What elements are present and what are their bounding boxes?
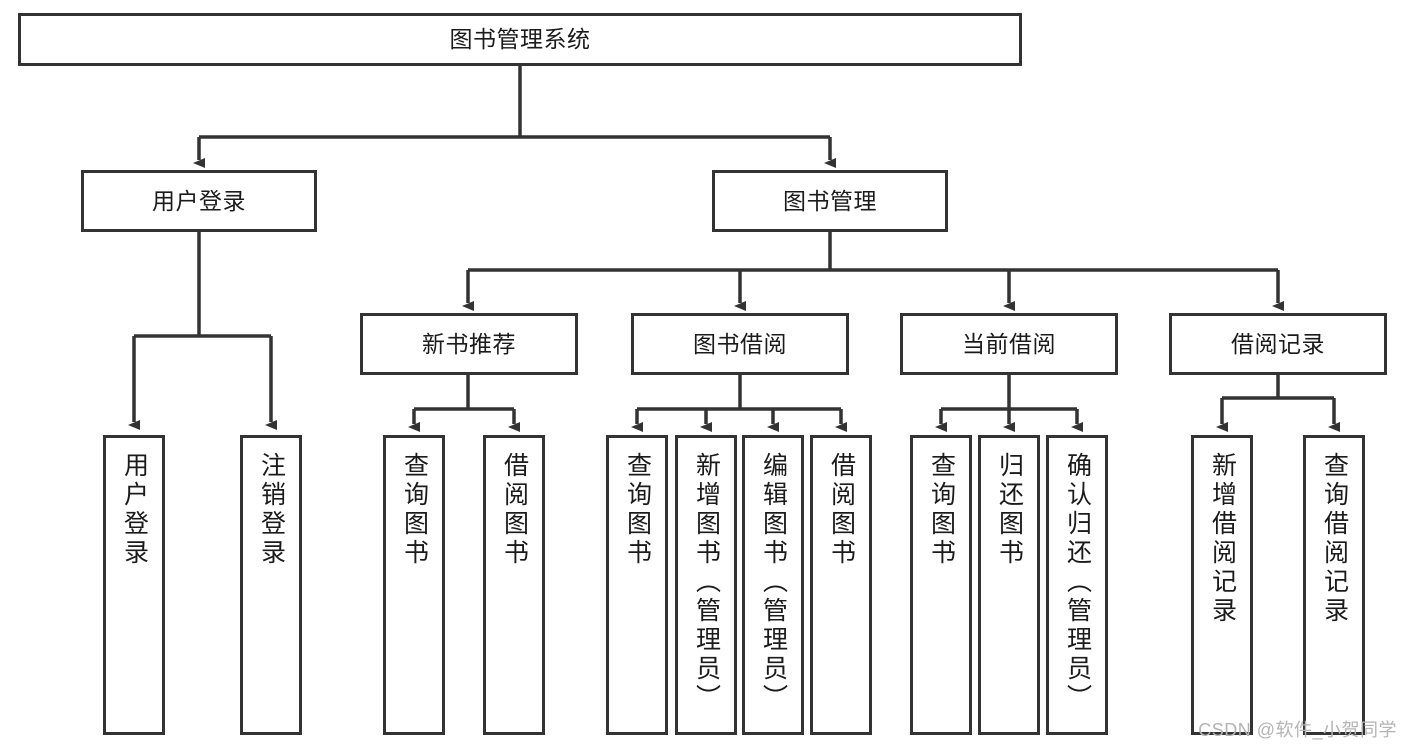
- leaf-current-query-label: 查询图书: [927, 452, 956, 568]
- node-new-book-recommend-label: 新书推荐: [422, 330, 516, 357]
- node-new-book-recommend[interactable]: 新书推荐: [360, 313, 578, 375]
- leaf-borrow-edit[interactable]: 编辑图书（管理员）: [742, 435, 804, 735]
- leaf-new-book-borrow[interactable]: 借阅图书: [483, 435, 545, 735]
- leaf-borrow-lend[interactable]: 借阅图书: [810, 435, 872, 735]
- leaf-current-confirm-return-label: 确认归还（管理员）: [1063, 452, 1092, 713]
- leaf-records-add-label: 新增借阅记录: [1208, 452, 1237, 626]
- leaf-borrow-query[interactable]: 查询图书: [606, 435, 668, 735]
- leaf-current-confirm-return[interactable]: 确认归还（管理员）: [1046, 435, 1108, 735]
- leaf-new-book-query[interactable]: 查询图书: [383, 435, 445, 735]
- leaf-user-login-signin[interactable]: 用户登录: [103, 435, 165, 735]
- leaf-records-query[interactable]: 查询借阅记录: [1303, 435, 1365, 735]
- watermark: CSDN @软件_小贺同学: [1198, 720, 1397, 740]
- node-book-management[interactable]: 图书管理: [712, 170, 948, 232]
- node-current-borrow-label: 当前借阅: [962, 330, 1056, 357]
- node-user-login-label: 用户登录: [152, 187, 246, 214]
- node-root[interactable]: 图书管理系统: [18, 13, 1022, 66]
- leaf-borrow-edit-label: 编辑图书（管理员）: [759, 452, 788, 713]
- leaf-borrow-lend-label: 借阅图书: [827, 452, 856, 568]
- node-user-login[interactable]: 用户登录: [81, 170, 317, 232]
- leaf-new-book-query-label: 查询图书: [400, 452, 429, 568]
- node-root-label: 图书管理系统: [449, 26, 591, 53]
- node-borrow-records-label: 借阅记录: [1231, 330, 1325, 357]
- leaf-current-return[interactable]: 归还图书: [978, 435, 1040, 735]
- node-book-borrow-label: 图书借阅: [693, 330, 787, 357]
- leaf-user-login-signout[interactable]: 注销登录: [240, 435, 302, 735]
- leaf-user-login-signin-label: 用户登录: [120, 452, 149, 568]
- leaf-borrow-add-label: 新增图书（管理员）: [692, 452, 721, 713]
- node-borrow-records[interactable]: 借阅记录: [1169, 313, 1387, 375]
- node-book-borrow[interactable]: 图书借阅: [631, 313, 849, 375]
- leaf-user-login-signout-label: 注销登录: [257, 452, 286, 568]
- leaf-borrow-add[interactable]: 新增图书（管理员）: [675, 435, 737, 735]
- node-current-borrow[interactable]: 当前借阅: [900, 313, 1118, 375]
- leaf-records-query-label: 查询借阅记录: [1320, 452, 1349, 626]
- leaf-records-add[interactable]: 新增借阅记录: [1191, 435, 1253, 735]
- node-book-management-label: 图书管理: [783, 187, 877, 214]
- leaf-current-return-label: 归还图书: [995, 452, 1024, 568]
- leaf-new-book-borrow-label: 借阅图书: [500, 452, 529, 568]
- leaf-borrow-query-label: 查询图书: [623, 452, 652, 568]
- leaf-current-query[interactable]: 查询图书: [910, 435, 972, 735]
